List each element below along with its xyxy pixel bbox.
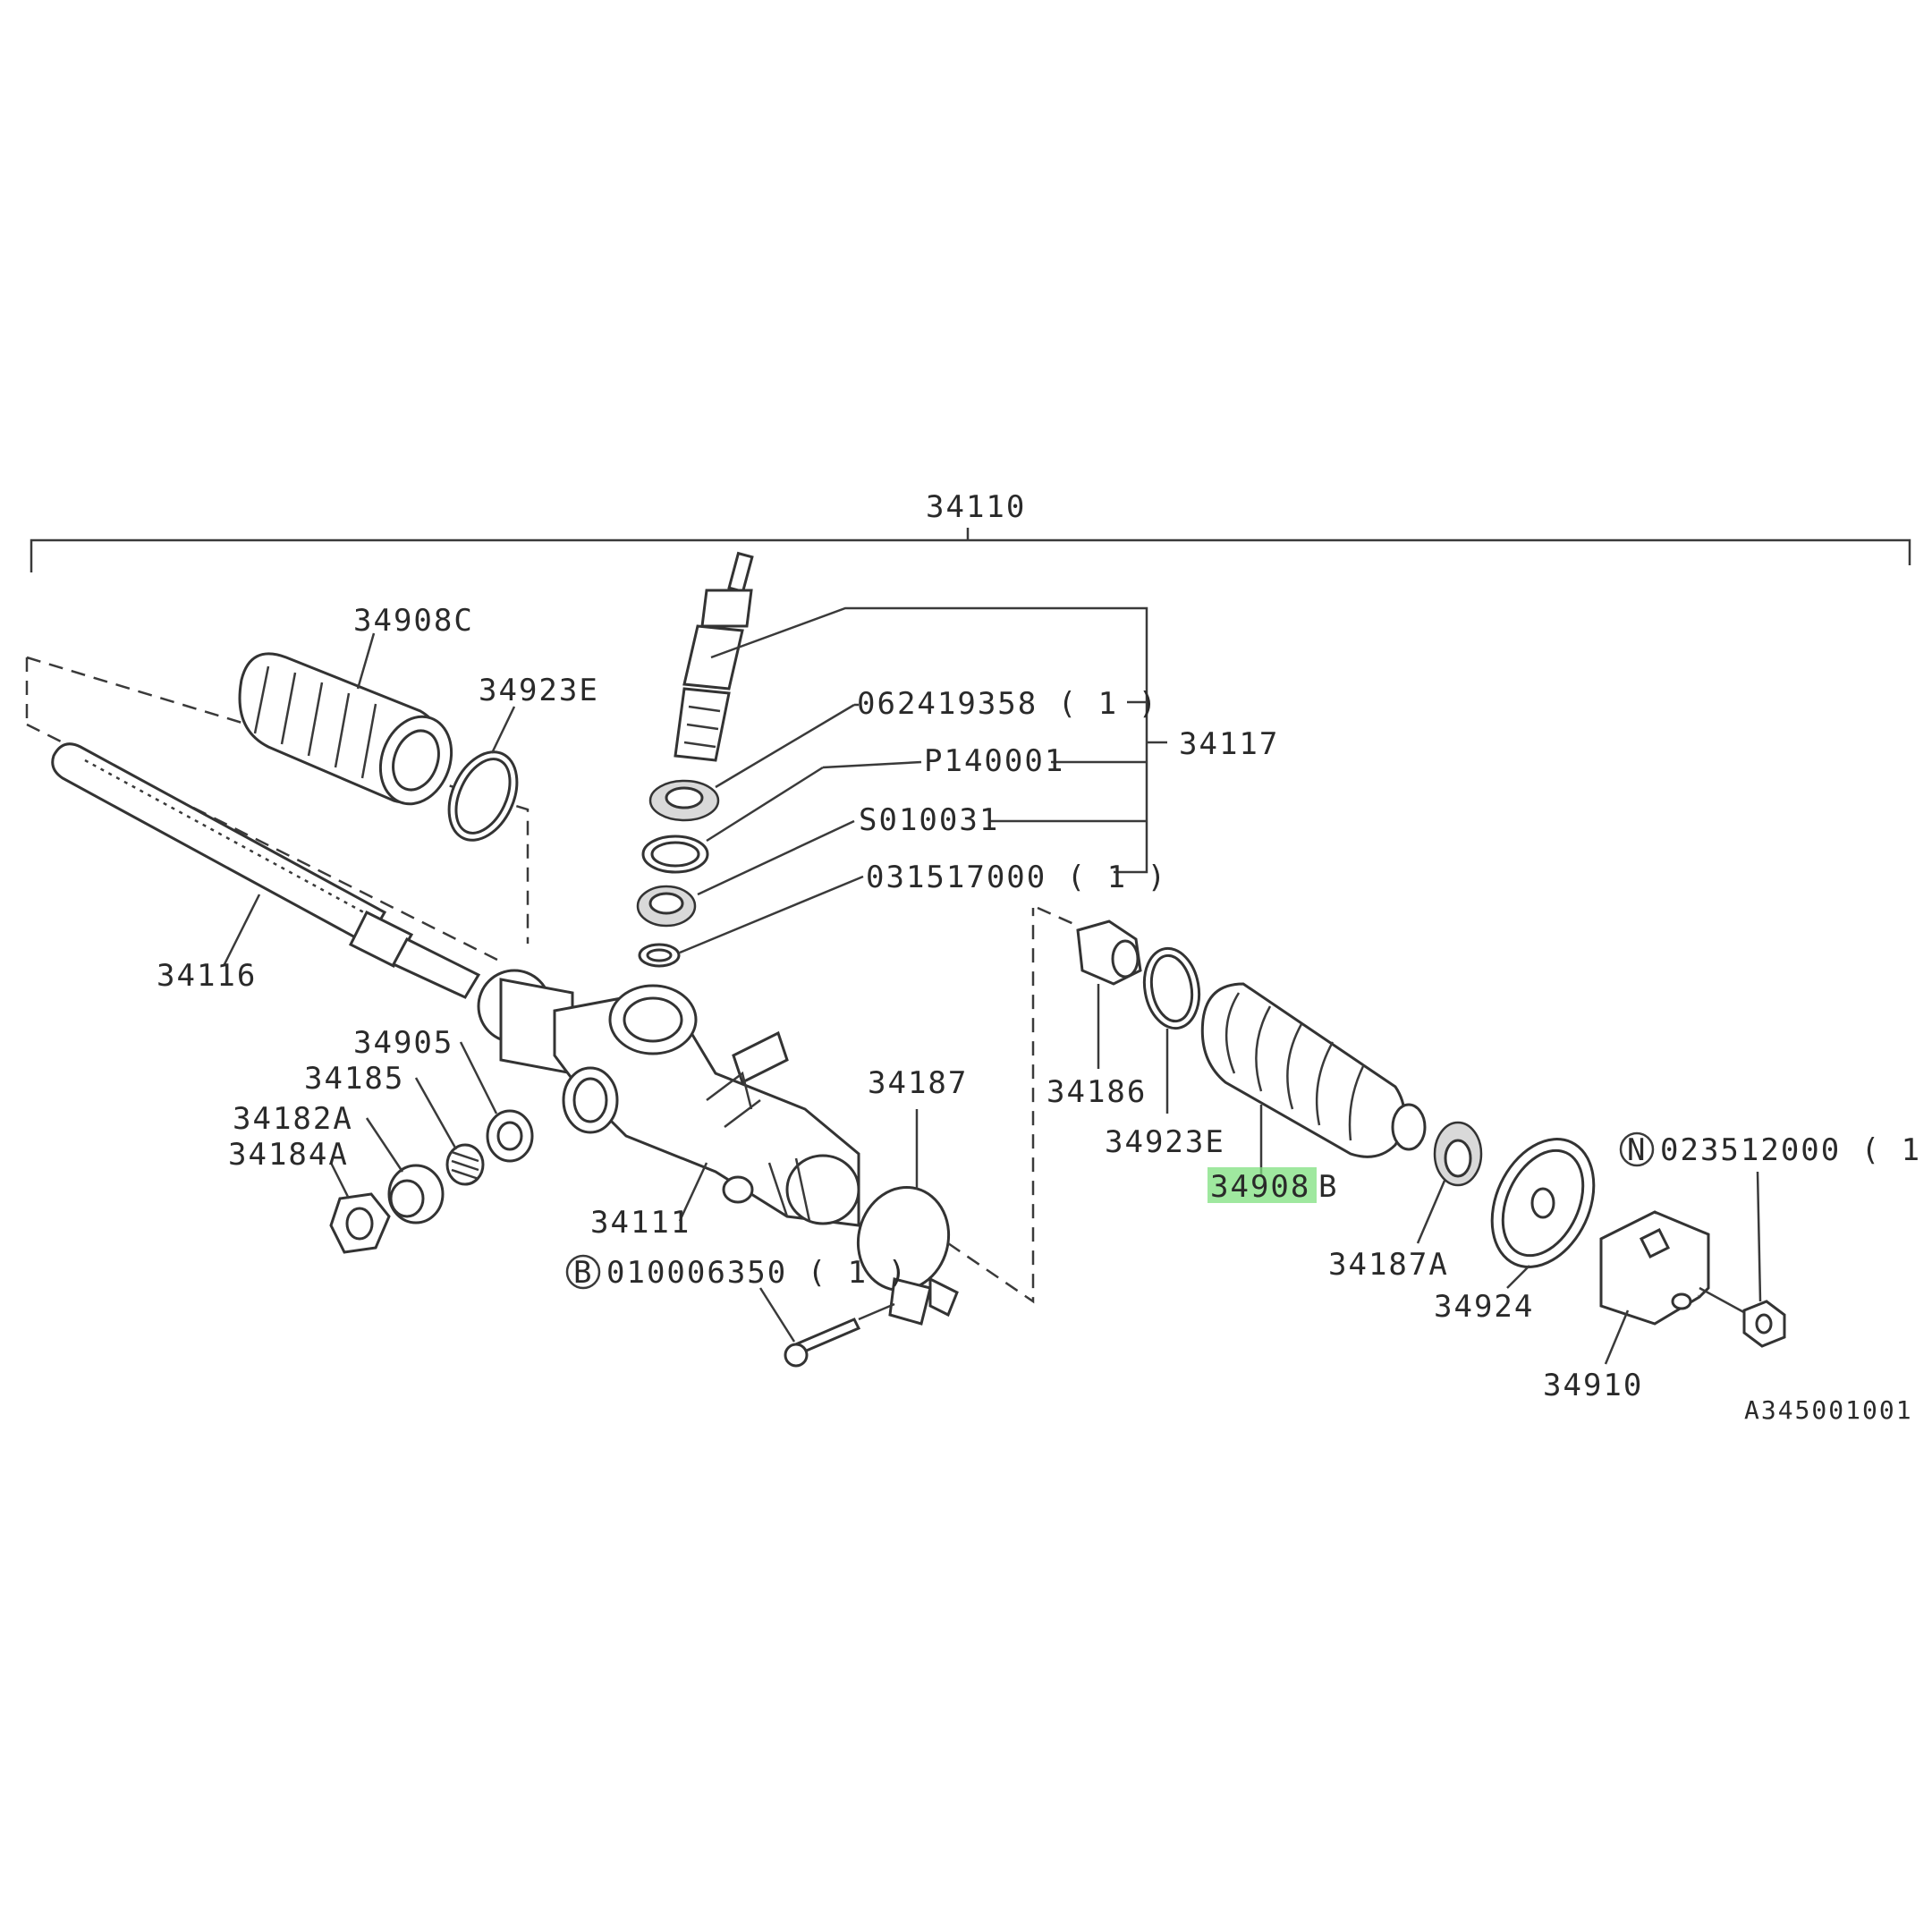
label-nut-marker: N <box>1627 1132 1647 1168</box>
bolt-010006350-shape <box>784 1318 861 1368</box>
label-34185: 34185 <box>304 1061 404 1097</box>
clamp-34187a-shape <box>1433 1121 1483 1187</box>
highlight-34908 <box>1208 1167 1317 1203</box>
label-34905: 34905 <box>353 1025 453 1061</box>
label-031517000: 031517000 ( 1 ) <box>866 860 1167 895</box>
bolt-marker-circle <box>565 1254 601 1290</box>
label-34923e-top: 34923E <box>479 673 599 708</box>
boot-34908-shape <box>1200 982 1427 1158</box>
nut-marker-circle <box>1619 1131 1655 1167</box>
label-34910: 34910 <box>1543 1368 1643 1403</box>
label-34924: 34924 <box>1434 1289 1534 1325</box>
label-34923e-right: 34923E <box>1105 1124 1225 1160</box>
label-bolt-marker: B <box>573 1255 593 1291</box>
gear-housing-34111-shape <box>477 969 860 1227</box>
label-010006350: 010006350 ( 1 ) <box>606 1255 908 1291</box>
label-34182a: 34182A <box>233 1101 353 1137</box>
group-outline-center <box>947 906 1079 1304</box>
label-023512000: 023512000 ( 1 ) <box>1660 1132 1932 1168</box>
washer-34924-shape <box>1490 1138 1596 1268</box>
nut-34186-shape <box>1076 919 1142 986</box>
boot-34908c-shape <box>238 652 453 806</box>
group-outline-left <box>25 656 530 963</box>
spring-34185-shape <box>445 1143 485 1186</box>
label-s010031: S010031 <box>859 802 999 838</box>
label-34908c: 34908C <box>353 603 474 639</box>
washer-031517000-shape <box>638 943 681 968</box>
label-34184a: 34184A <box>228 1137 349 1173</box>
label-062419358: 062419358 ( 1 ) <box>857 686 1158 722</box>
rack-bar-34116-shape <box>51 742 481 999</box>
assembly-bracket <box>30 528 1911 572</box>
label-34908: 34908 <box>1210 1169 1310 1205</box>
label-34187a: 34187A <box>1328 1247 1449 1283</box>
label-34117: 34117 <box>1179 726 1279 762</box>
clamp-34923e-top-shape <box>447 750 519 842</box>
label-34111: 34111 <box>590 1205 691 1241</box>
bearing-062419358-shape <box>648 779 720 822</box>
bracket-34910-shape <box>1599 1210 1710 1326</box>
label-34186: 34186 <box>1046 1074 1147 1110</box>
plug-34182a-shape <box>387 1164 445 1224</box>
label-34187: 34187 <box>868 1065 968 1101</box>
guide-34905-shape <box>486 1109 534 1163</box>
label-corner-code: A345001001 <box>1744 1395 1913 1425</box>
seal-s010031-shape <box>636 885 697 928</box>
label-34116: 34116 <box>157 958 257 994</box>
label-34908-suffix: B <box>1318 1169 1338 1205</box>
label-p140001: P140001 <box>924 743 1064 779</box>
nut-023512000-shape <box>1742 1300 1786 1348</box>
ring-p140001-shape <box>641 835 709 874</box>
clamp-34923e-right-shape <box>1142 946 1201 1030</box>
label-34110: 34110 <box>926 489 1026 525</box>
locknut-34184a-shape <box>329 1192 391 1254</box>
clamp-34187-shape <box>856 1186 959 1326</box>
